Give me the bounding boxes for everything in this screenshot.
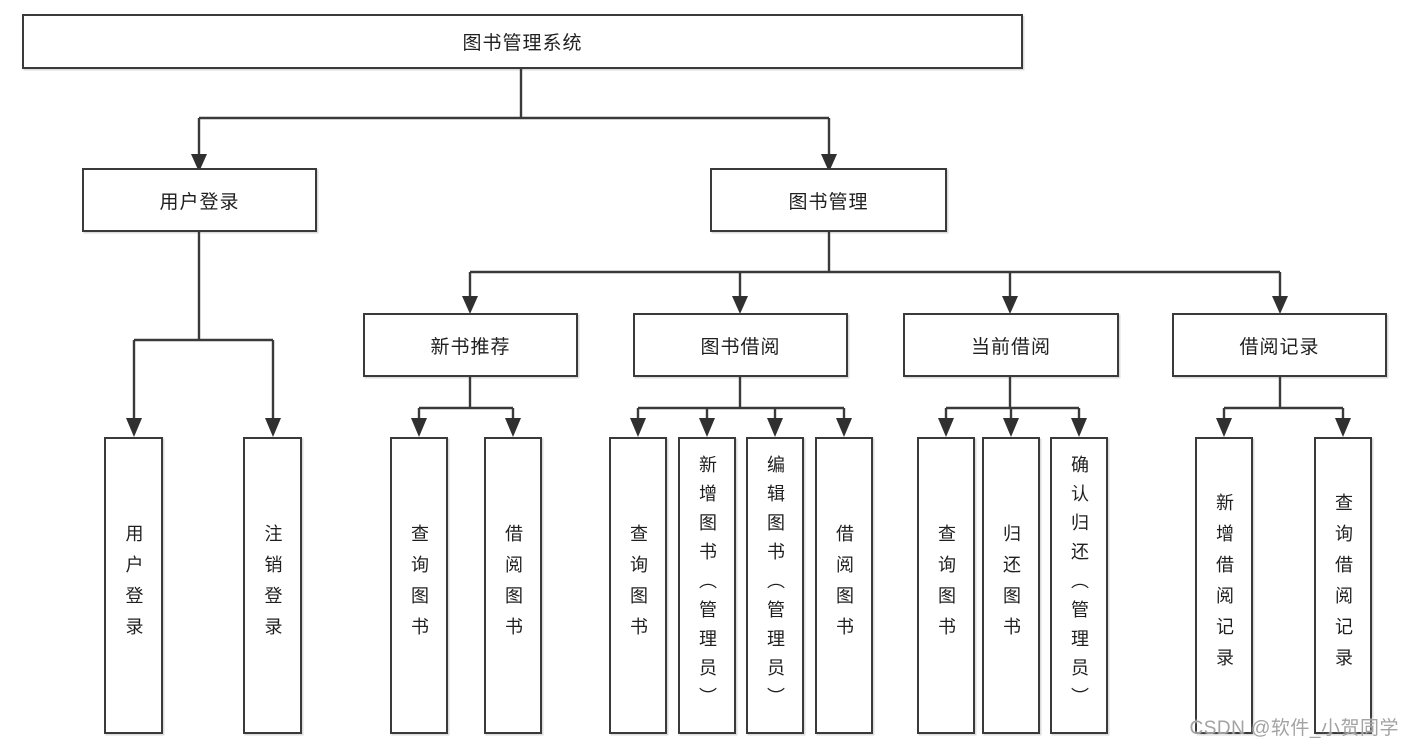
node-label: 查询借阅记录 — [1333, 492, 1353, 679]
node-label: 新书推荐 — [430, 336, 511, 358]
leaf-borrow-borrow-books: 借阅图书 — [815, 437, 873, 734]
node-label: 图书管理 — [788, 191, 869, 213]
leaf-user-login: 用户登录 — [104, 437, 163, 734]
node-label: 确认归还（管理员） — [1069, 455, 1089, 716]
node-book-borrow: 图书借阅 — [633, 313, 848, 377]
leaf-recommend-query-books: 查询图书 — [390, 437, 448, 734]
node-label: 查询图书 — [628, 523, 648, 648]
node-label: 查询图书 — [409, 523, 429, 648]
node-book-management: 图书管理 — [710, 168, 947, 232]
leaf-borrow-edit-books-admin: 编辑图书（管理员） — [746, 437, 804, 734]
node-label: 图书管理系统 — [462, 33, 583, 54]
node-label: 用户登录 — [123, 523, 144, 648]
node-label: 编辑图书（管理员） — [765, 455, 785, 716]
leaf-current-return-books: 归还图书 — [982, 437, 1040, 734]
node-current-borrow: 当前借阅 — [903, 313, 1119, 377]
leaf-borrow-query-books: 查询图书 — [609, 437, 667, 734]
leaf-current-confirm-return-admin: 确认归还（管理员） — [1050, 437, 1108, 734]
node-label: 图书借阅 — [700, 336, 781, 358]
node-label: 借阅记录 — [1239, 336, 1320, 358]
node-label: 用户登录 — [159, 191, 240, 213]
leaf-borrow-add-books-admin: 新增图书（管理员） — [678, 437, 736, 734]
node-label: 借阅图书 — [834, 523, 854, 648]
node-borrow-records: 借阅记录 — [1172, 313, 1387, 377]
leaf-records-add-record: 新增借阅记录 — [1195, 437, 1253, 734]
leaf-records-query-record: 查询借阅记录 — [1314, 437, 1372, 734]
leaf-recommend-borrow-books: 借阅图书 — [484, 437, 542, 734]
node-label: 新增借阅记录 — [1214, 492, 1234, 679]
node-label: 新增图书（管理员） — [697, 455, 717, 716]
node-label: 注销登录 — [262, 523, 283, 648]
node-user-login: 用户登录 — [82, 168, 317, 232]
node-label: 查询图书 — [936, 523, 956, 648]
node-label: 借阅图书 — [503, 523, 523, 648]
node-book-management-system: 图书管理系统 — [22, 14, 1023, 69]
csdn-watermark: CSDN @软件_小贺同学 — [1189, 718, 1399, 739]
leaf-current-query-books: 查询图书 — [917, 437, 975, 734]
leaf-logout: 注销登录 — [243, 437, 302, 734]
node-label: 归还图书 — [1001, 523, 1021, 648]
node-new-book-recommend: 新书推荐 — [363, 313, 578, 377]
node-label: 当前借阅 — [970, 336, 1051, 358]
